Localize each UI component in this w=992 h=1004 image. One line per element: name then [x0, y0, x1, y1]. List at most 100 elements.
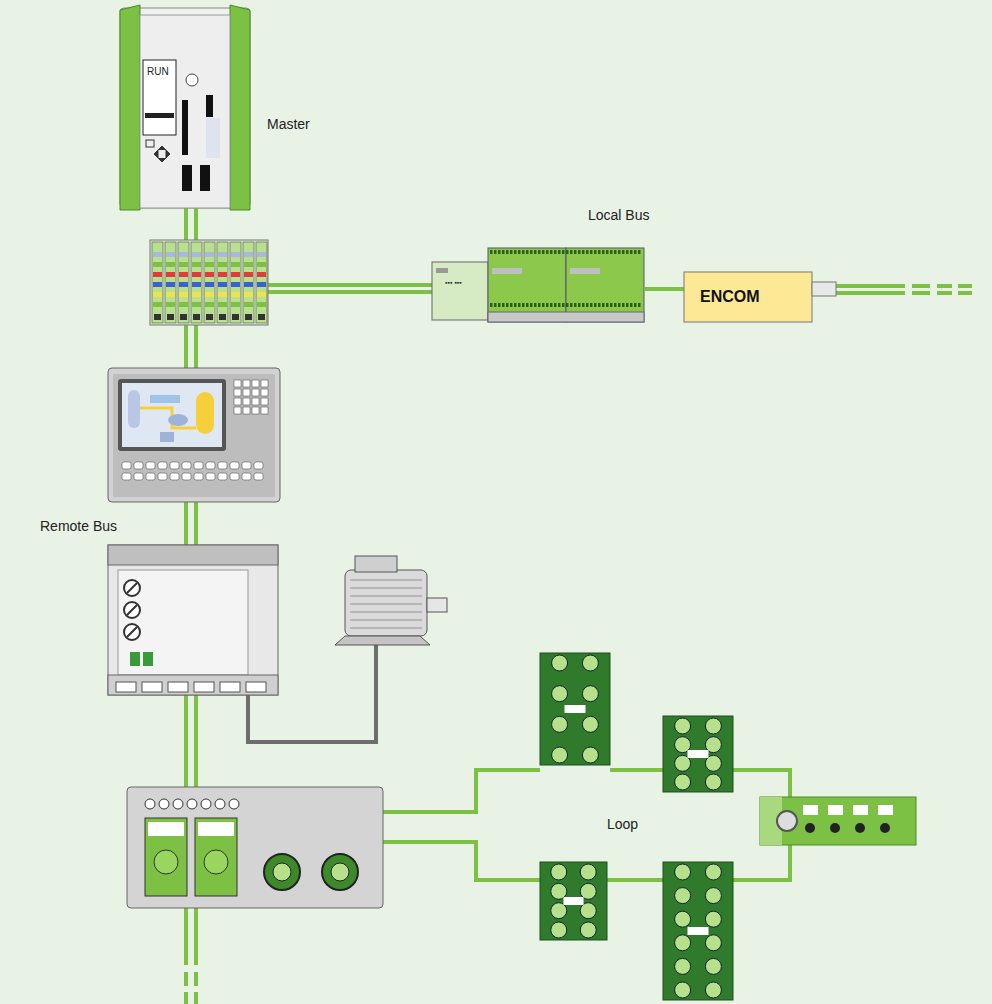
detail-stroke	[179, 272, 188, 277]
detail-stroke	[234, 380, 241, 387]
detail-stroke	[153, 302, 162, 307]
detail-stroke	[562, 250, 565, 254]
detail-stroke	[220, 682, 240, 692]
detail-stroke	[526, 303, 529, 307]
detail-stroke	[153, 252, 162, 257]
detail-stroke	[116, 682, 136, 692]
detail-stroke	[153, 282, 162, 287]
detail-stroke	[552, 716, 568, 732]
detail-stroke	[688, 750, 709, 758]
detail-stroke	[626, 250, 629, 254]
loop-gateway	[127, 787, 383, 908]
detail-stroke	[218, 282, 227, 287]
detail-stroke	[166, 282, 175, 287]
detail-stroke	[234, 398, 241, 405]
encoder	[684, 272, 836, 322]
detail-stroke	[168, 682, 188, 692]
detail-stroke	[610, 250, 613, 254]
detail-stroke	[192, 262, 201, 267]
detail-stroke	[218, 262, 227, 267]
detail-stroke	[256, 242, 267, 323]
detail-stroke	[490, 250, 493, 254]
detail-stroke	[546, 250, 549, 254]
bus-label: ENCOM	[700, 288, 760, 306]
detail-stroke	[618, 303, 621, 307]
detail-stroke	[570, 303, 573, 307]
detail-stroke	[630, 303, 633, 307]
detail-stroke	[232, 314, 239, 320]
detail-stroke	[243, 389, 250, 396]
detail-stroke	[192, 282, 201, 287]
detail-stroke	[622, 303, 625, 307]
detail-stroke	[618, 250, 621, 254]
detail-stroke	[230, 242, 241, 323]
detail-stroke	[243, 407, 250, 414]
detail-stroke	[230, 462, 239, 469]
detail-stroke	[610, 303, 613, 307]
detail-stroke	[192, 302, 201, 307]
detail-stroke	[606, 250, 609, 254]
detail-stroke	[688, 927, 709, 935]
detail-stroke	[245, 314, 252, 320]
local-bus-modules: ▪▪▪ ▪▪▪	[432, 248, 644, 322]
loop-module	[663, 862, 733, 1000]
detail-stroke	[498, 303, 501, 307]
detail-stroke	[550, 250, 553, 254]
bus-label: RUN	[147, 66, 169, 77]
detail-stroke	[244, 292, 253, 297]
detail-stroke	[187, 799, 197, 809]
detail-stroke	[179, 252, 188, 257]
detail-stroke	[518, 303, 521, 307]
detail-stroke	[530, 250, 533, 254]
detail-stroke	[578, 303, 581, 307]
detail-stroke	[205, 252, 214, 257]
detail-stroke	[231, 272, 240, 277]
detail-stroke	[134, 462, 143, 469]
detail-stroke	[705, 888, 721, 904]
detail-stroke	[675, 982, 691, 998]
detail-stroke	[502, 303, 505, 307]
detail-stroke	[514, 250, 517, 254]
detail-stroke	[551, 903, 567, 919]
detail-stroke	[244, 282, 253, 287]
detail-stroke	[218, 462, 227, 469]
detail-stroke	[542, 250, 545, 254]
detail-stroke	[675, 911, 691, 927]
detail-stroke	[350, 587, 422, 589]
master-controller	[120, 5, 250, 210]
detail-stroke	[570, 250, 573, 254]
detail-stroke	[582, 303, 585, 307]
detail-stroke	[582, 686, 598, 702]
detail-stroke	[494, 250, 497, 254]
detail-stroke	[580, 864, 596, 880]
detail-stroke	[179, 262, 188, 267]
detail-stroke	[675, 888, 691, 904]
detail-stroke	[231, 252, 240, 257]
bus-label: Remote Bus	[40, 519, 117, 534]
detail-stroke	[257, 282, 266, 287]
detail-stroke	[622, 250, 625, 254]
detail-stroke	[201, 799, 211, 809]
detail-stroke	[594, 250, 597, 254]
detail-stroke	[552, 655, 568, 671]
detail-stroke	[554, 250, 557, 254]
detail-stroke	[590, 303, 593, 307]
detail-stroke	[153, 292, 162, 297]
detail-stroke	[215, 799, 225, 809]
detail-stroke	[538, 250, 541, 254]
detail-stroke	[574, 250, 577, 254]
detail-stroke	[170, 462, 179, 469]
detail-stroke	[194, 473, 203, 480]
detail-stroke	[626, 303, 629, 307]
detail-stroke	[675, 718, 691, 734]
detail-stroke	[526, 250, 529, 254]
detail-stroke	[167, 314, 174, 320]
detail-stroke	[350, 619, 422, 621]
detail-stroke	[231, 292, 240, 297]
detail-stroke	[244, 272, 253, 277]
detail-stroke	[134, 473, 143, 480]
detail-stroke	[522, 250, 525, 254]
detail-stroke	[180, 314, 187, 320]
detail-stroke	[193, 314, 200, 320]
loop-module	[540, 862, 607, 940]
